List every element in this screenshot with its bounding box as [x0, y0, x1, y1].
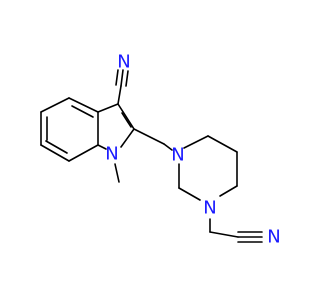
- bond: [40, 97, 70, 113]
- bond: [207, 135, 238, 153]
- double-bond-inner: [71, 105, 94, 118]
- nitrile-nitrogen-right-label: N: [267, 227, 280, 248]
- bond: [117, 103, 135, 130]
- piperazine-nitrogen-upper-label: N: [171, 145, 184, 166]
- benzene-ring: [40, 97, 99, 162]
- triple-bond: [115, 69, 119, 86]
- bond: [68, 144, 99, 162]
- nitrile-nitrogen-label: N: [117, 52, 130, 73]
- methylene-linker: [133, 128, 173, 151]
- bond: [120, 128, 135, 148]
- molecule-diagram: N N N N N: [40, 52, 281, 248]
- bond: [178, 187, 201, 201]
- double-bond-inner: [121, 112, 132, 128]
- triple-bond: [120, 69, 124, 87]
- pyrrole-ring: [97, 103, 135, 150]
- bond: [133, 128, 165, 145]
- piperazine-ring: [178, 135, 238, 201]
- bond: [97, 103, 119, 113]
- bond: [68, 97, 99, 113]
- nitrile-group-top: [115, 69, 129, 105]
- bond: [40, 144, 70, 162]
- indole-nitrogen-label: N: [105, 144, 118, 165]
- bond: [219, 185, 238, 197]
- bond: [183, 135, 209, 149]
- bond: [97, 144, 107, 150]
- triple-bond: [125, 70, 129, 87]
- piperazine-nitrogen-lower-label: N: [203, 198, 216, 219]
- n-methyl-bond: [114, 163, 120, 183]
- double-bond-inner: [45, 140, 68, 154]
- bond: [163, 143, 173, 151]
- bond: [117, 85, 122, 105]
- bond: [209, 231, 239, 238]
- cyanomethyl-group: [209, 218, 263, 243]
